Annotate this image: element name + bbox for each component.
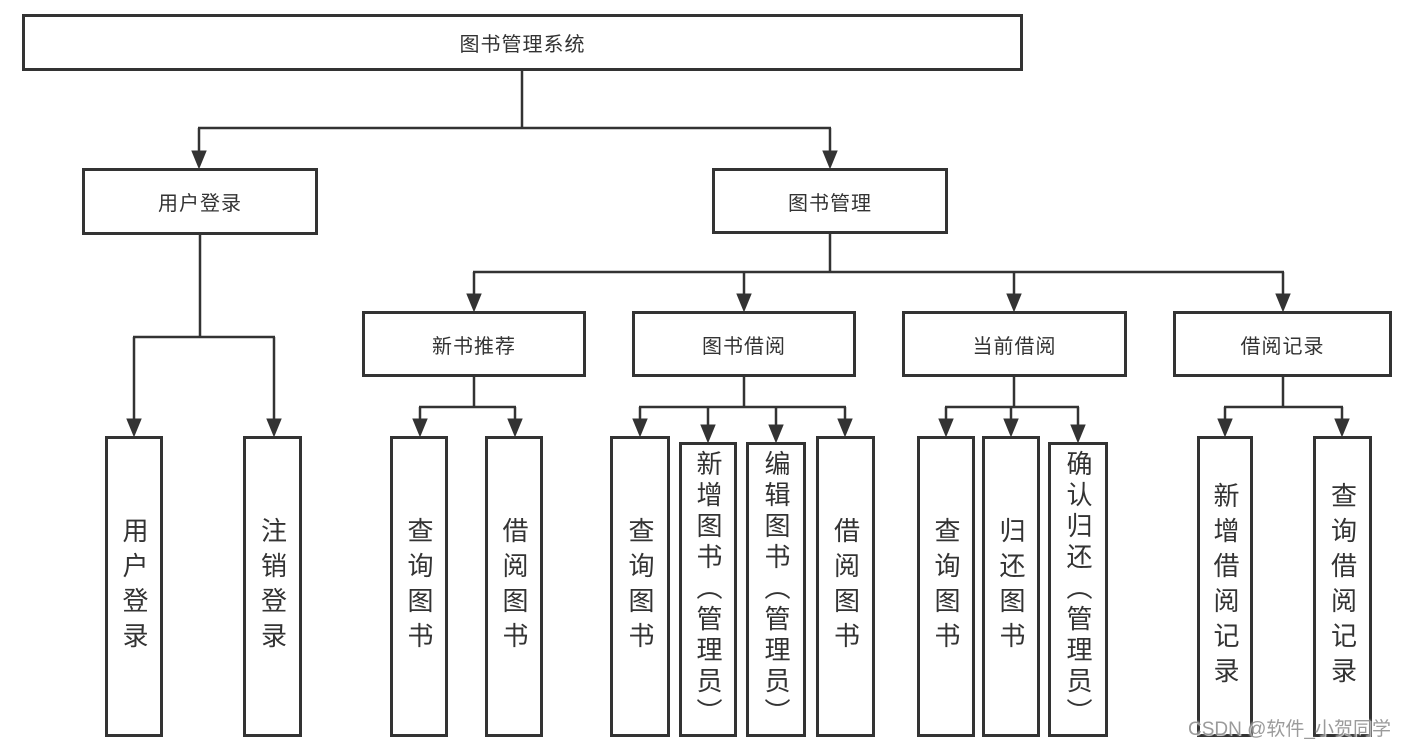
node-current-borrow: 当前借阅 (902, 311, 1127, 377)
node-book-management: 图书管理 (712, 168, 948, 234)
node-book-management-label: 图书管理 (788, 192, 872, 215)
node-user-login-label: 用户登录 (158, 193, 242, 215)
leaf-borrow-book-1: 借阅图书 (485, 436, 543, 737)
leaf-confirm-return-admin-label: 确认归还（管理员） (1063, 450, 1093, 729)
leaf-user-login: 用户登录 (105, 436, 163, 737)
leaf-add-borrow-record: 新增借阅记录 (1197, 436, 1253, 737)
node-borrow-record-label: 借阅记录 (1240, 335, 1325, 358)
leaf-query-book-2: 查询图书 (610, 436, 670, 737)
leaf-query-book-1: 查询图书 (390, 436, 448, 737)
leaf-query-book-3: 查询图书 (917, 436, 975, 737)
node-root-label: 图书管理系统 (459, 34, 586, 56)
node-new-book-recommend: 新书推荐 (362, 311, 586, 377)
leaf-confirm-return-admin: 确认归还（管理员） (1048, 442, 1108, 737)
leaf-borrow-book-2-label: 借阅图书 (830, 516, 861, 657)
leaf-borrow-book-2: 借阅图书 (816, 436, 875, 737)
node-borrow-record: 借阅记录 (1173, 311, 1392, 377)
leaf-add-borrow-record-label: 新增借阅记录 (1210, 481, 1240, 692)
leaf-edit-book-admin-label: 编辑图书（管理员） (761, 450, 791, 729)
node-current-borrow-label: 当前借阅 (972, 335, 1057, 358)
leaf-add-book-admin: 新增图书（管理员） (679, 442, 737, 737)
csdn-watermark: CSDN @软件_小贺同学 (1188, 719, 1391, 740)
leaf-borrow-book-1-label: 借阅图书 (499, 516, 529, 657)
leaf-query-borrow-record: 查询借阅记录 (1313, 436, 1372, 737)
node-book-borrow-label: 图书借阅 (702, 335, 786, 358)
leaf-logout-label: 注销登录 (257, 516, 288, 657)
leaf-return-book: 归还图书 (982, 436, 1040, 737)
leaf-edit-book-admin: 编辑图书（管理员） (746, 442, 806, 737)
leaf-logout: 注销登录 (243, 436, 302, 737)
node-user-login: 用户登录 (82, 168, 318, 235)
node-new-book-recommend-label: 新书推荐 (432, 335, 516, 358)
leaf-query-book-2-label: 查询图书 (625, 516, 655, 657)
leaf-return-book-label: 归还图书 (996, 516, 1026, 657)
leaf-query-borrow-record-label: 查询借阅记录 (1327, 481, 1358, 692)
leaf-query-book-3-label: 查询图书 (931, 516, 961, 657)
leaf-add-book-admin-label: 新增图书（管理员） (693, 450, 723, 729)
node-book-borrow: 图书借阅 (632, 311, 856, 377)
leaf-query-book-1-label: 查询图书 (404, 516, 434, 657)
node-root: 图书管理系统 (22, 14, 1023, 71)
leaf-user-login-label: 用户登录 (119, 516, 149, 657)
